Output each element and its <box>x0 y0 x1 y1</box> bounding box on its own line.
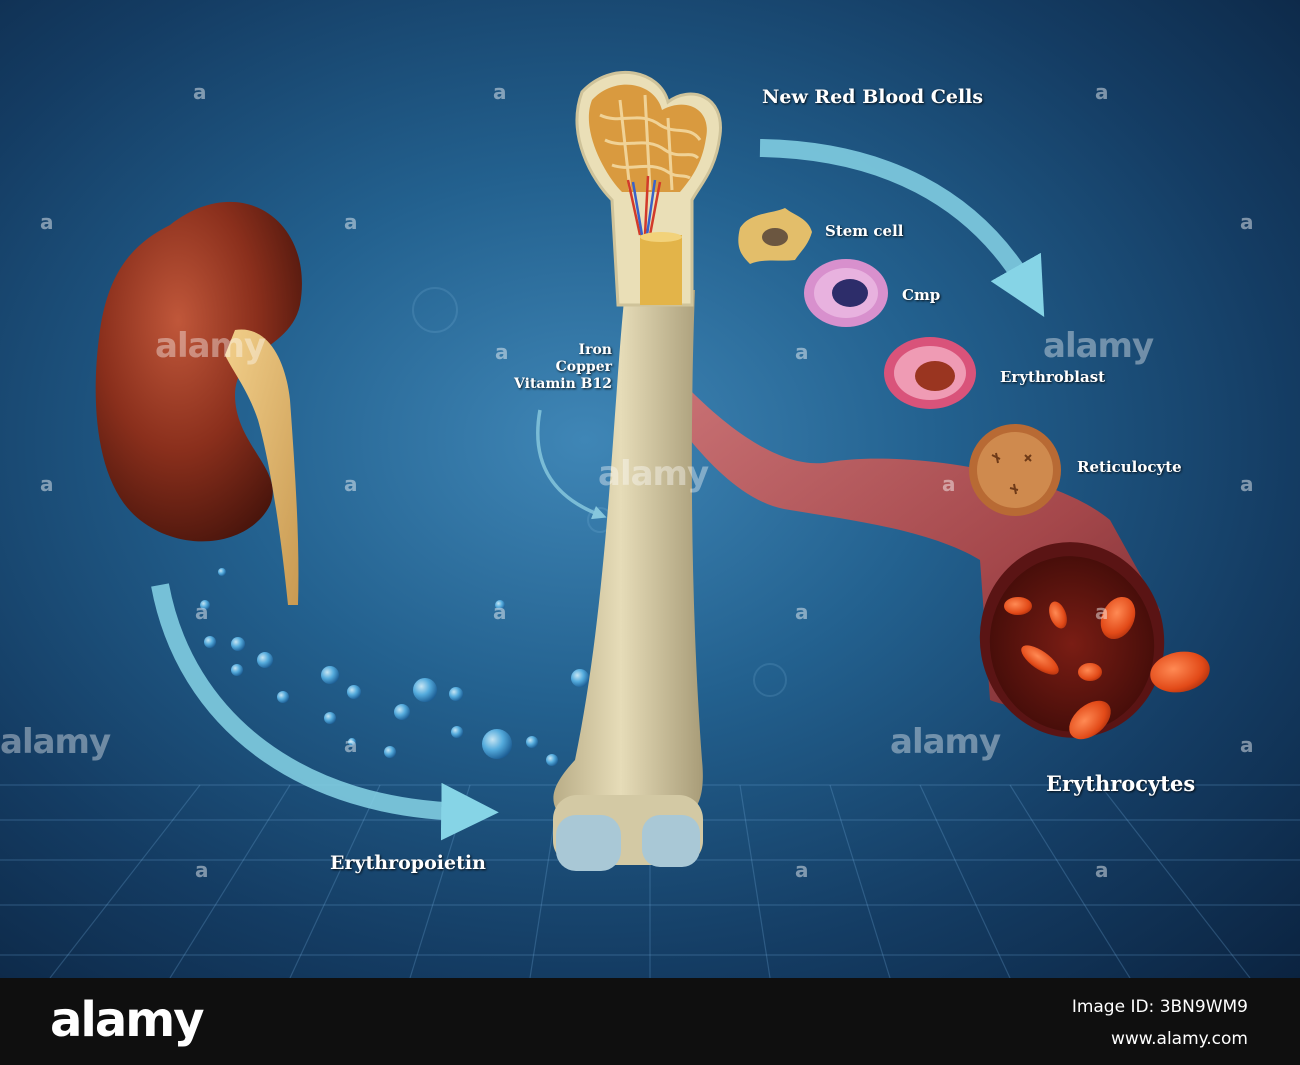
nutrient-vitamin-b12: Vitamin B12 <box>514 376 612 392</box>
cmp-cell-illustration <box>804 259 888 327</box>
blood-vessel-illustration <box>690 390 1165 738</box>
watermark-letter: a <box>344 210 358 234</box>
watermark-logo: alamy <box>598 454 709 494</box>
watermark-letter: a <box>795 600 809 624</box>
footer-image-info: Image ID: 3BN9WM9 www.alamy.com <box>1072 991 1248 1055</box>
erythrocytes-cells <box>1004 596 1210 740</box>
image-id: Image ID: 3BN9WM9 <box>1071 997 1248 1017</box>
cmp-label: Cmp <box>902 286 941 304</box>
watermark-letter: a <box>344 733 358 757</box>
arrow-kidney-to-bone <box>151 583 499 841</box>
watermark-letter: a <box>1240 733 1254 757</box>
stem-cell-label: Stem cell <box>825 222 904 240</box>
nutrient-iron: Iron <box>578 342 612 358</box>
footer-logo: alamy <box>50 992 205 1048</box>
erythropoietin-molecules <box>200 568 589 766</box>
watermark-logo: alamy <box>0 722 111 762</box>
arrow-nutrients <box>536 409 607 520</box>
watermark-letter: a <box>493 600 507 624</box>
kidney-illustration <box>95 201 302 605</box>
erythropoietin-label: Erythropoietin <box>330 852 486 874</box>
diagram-artwork <box>0 70 1300 978</box>
watermark-letter: a <box>942 472 956 496</box>
erythrocytes-label: Erythrocytes <box>1046 771 1196 796</box>
watermark-letter: a <box>795 340 809 364</box>
watermark-letter: a <box>493 80 507 104</box>
diagram-title: New Red Blood Cells <box>762 86 984 108</box>
watermark-letter: a <box>195 858 209 882</box>
watermark-letter: a <box>40 210 54 234</box>
arrow-new-cells <box>759 139 1045 318</box>
watermark-letter: a <box>344 472 358 496</box>
nutrients-label: Iron Copper Vitamin B12 <box>478 342 612 393</box>
erythroblast-cell-illustration <box>884 337 976 409</box>
site-url: www.alamy.com <box>1110 1029 1248 1049</box>
stem-cell-illustration <box>738 208 812 264</box>
watermark-letter: a <box>1240 210 1254 234</box>
bone-illustration <box>553 70 722 871</box>
watermark-letter: a <box>1095 858 1109 882</box>
reticulocyte-label: Reticulocyte <box>1077 458 1182 476</box>
watermark-logo: alamy <box>1043 326 1154 366</box>
stock-footer: alamy Image ID: 3BN9WM9 www.alamy.com <box>0 978 1300 1065</box>
erythroblast-label: Erythroblast <box>1000 368 1106 386</box>
watermark-letter: a <box>495 340 509 364</box>
reticulocyte-cell-illustration <box>969 424 1061 516</box>
nutrient-copper: Copper <box>555 359 612 375</box>
watermark-logo: alamy <box>890 722 1001 762</box>
watermark-letter: a <box>795 858 809 882</box>
watermark-letter: a <box>193 80 207 104</box>
watermark-letter: a <box>1095 600 1109 624</box>
watermark-letter: a <box>40 472 54 496</box>
diagram-stage: New Red Blood Cells Stem cell Cmp Erythr… <box>0 0 1300 978</box>
watermark-letter: a <box>1240 472 1254 496</box>
watermark-letter: a <box>1095 80 1109 104</box>
watermark-letter: a <box>195 600 209 624</box>
watermark-logo: alamy <box>155 326 266 366</box>
